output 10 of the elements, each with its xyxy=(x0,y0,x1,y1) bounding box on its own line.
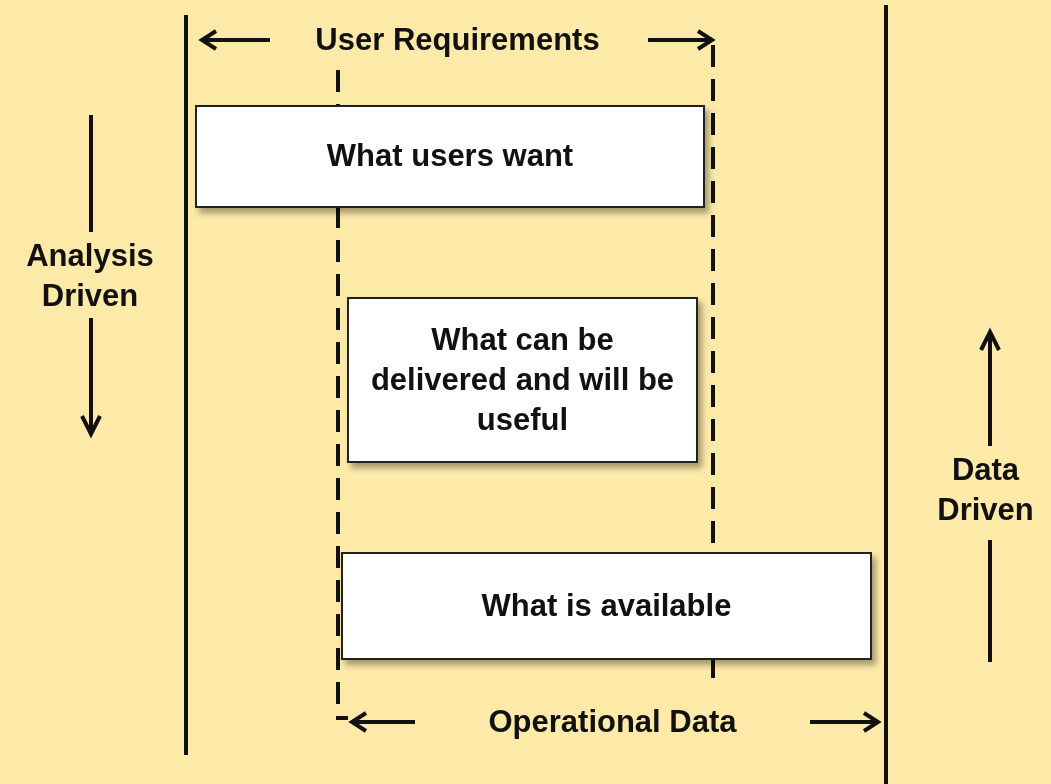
axis-label: Operational Data xyxy=(487,703,738,741)
axis-label: Data Driven xyxy=(936,451,1035,530)
process-box xyxy=(347,297,698,463)
box-text: What users want xyxy=(326,137,574,176)
process-box xyxy=(341,552,872,660)
box-text: What can be delivered and will be useful xyxy=(369,320,676,440)
box-text: What is available xyxy=(481,586,732,625)
axis-label: Analysis Driven xyxy=(25,237,155,316)
process-box xyxy=(195,105,705,208)
axis-label: User Requirements xyxy=(314,21,601,59)
